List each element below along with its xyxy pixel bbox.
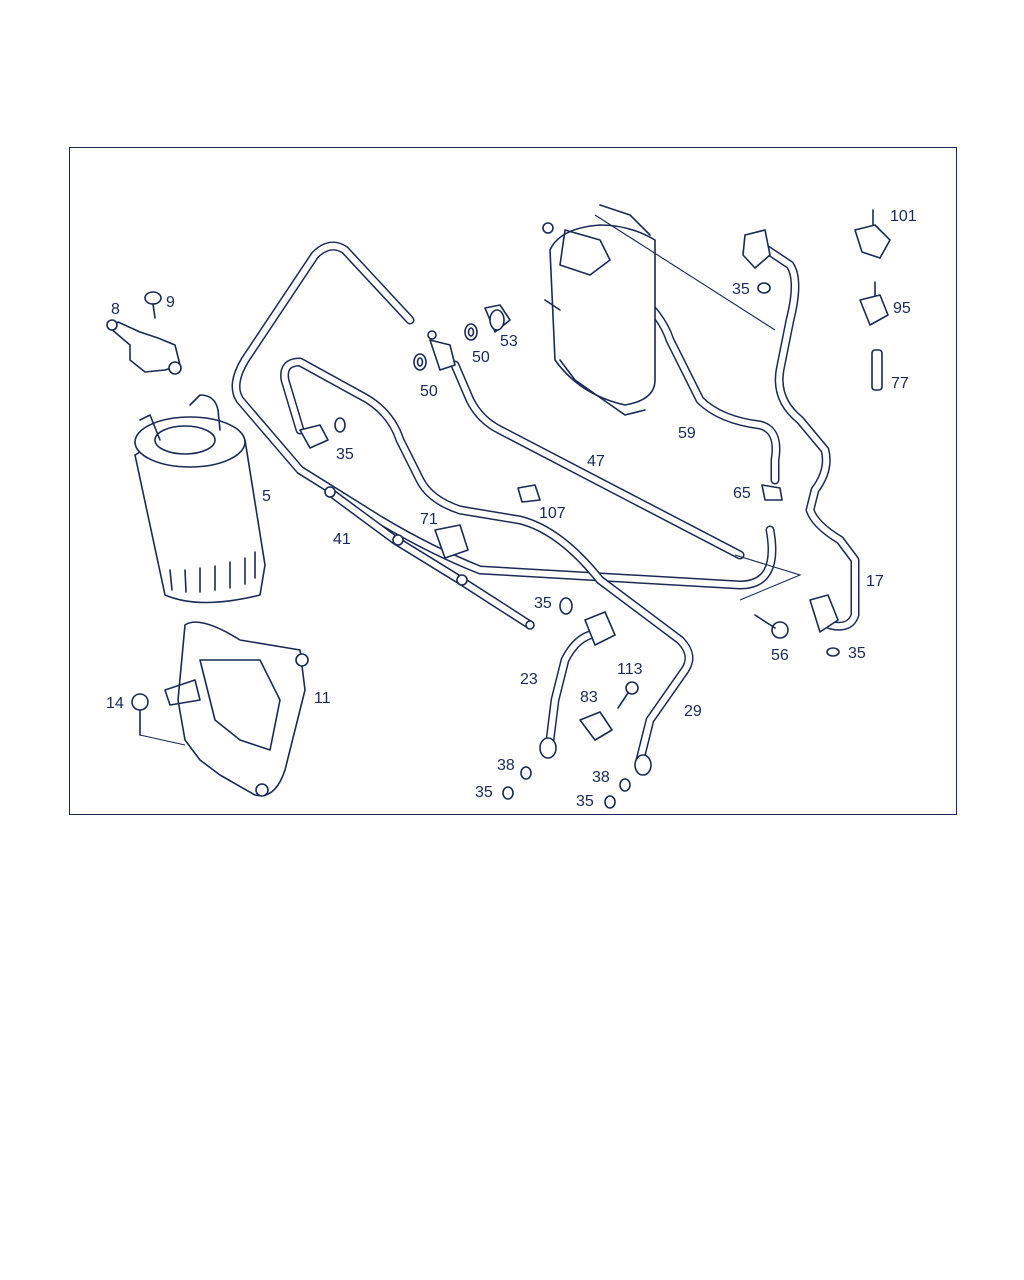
seal-38-right [619, 778, 631, 792]
t-fitting [427, 330, 456, 371]
fuel-filter [134, 394, 266, 604]
callout-113: 113 [617, 661, 643, 678]
callout-65: 65 [733, 485, 751, 502]
callout-35-mid: 35 [534, 595, 552, 612]
callout-35-bottom-right: 35 [576, 793, 594, 810]
callout-59: 59 [678, 425, 696, 442]
callout-38-left: 38 [497, 757, 515, 774]
fitting-77 [871, 349, 883, 391]
oring-35-right [826, 647, 840, 657]
clamp-65 [761, 484, 783, 501]
callout-17: 17 [866, 573, 884, 590]
washer-50b [413, 353, 427, 371]
callout-14: 14 [106, 695, 124, 712]
bolt-56 [754, 614, 789, 639]
fitting-23-top [584, 611, 616, 646]
oring-35-mid [559, 597, 573, 615]
fuel-line-23 [545, 630, 595, 745]
diagram-frame [69, 147, 957, 815]
callout-35-right: 35 [848, 645, 866, 662]
callout-35-bottom-left: 35 [475, 784, 493, 801]
callout-35-left: 35 [336, 446, 354, 463]
fuel-line-29 [280, 357, 694, 765]
callout-95: 95 [893, 300, 911, 317]
callout-9: 9 [166, 294, 175, 311]
callout-71: 71 [420, 511, 438, 528]
callout-41: 41 [333, 531, 351, 548]
clip-107 [517, 484, 541, 503]
oring-35-bottom-right [604, 795, 616, 809]
fuel-line-41 [324, 486, 535, 630]
canister-59 [542, 204, 656, 416]
callout-53: 53 [500, 333, 518, 350]
clip-71 [434, 524, 469, 559]
banjo-bolt-53 [484, 304, 511, 333]
clamp-upper-right [742, 229, 771, 269]
filter-bracket [164, 621, 309, 797]
callout-5: 5 [262, 488, 271, 505]
clip-83 [579, 711, 613, 741]
callout-29: 29 [684, 703, 702, 720]
screw-113 [617, 681, 639, 709]
callout-107: 107 [539, 505, 566, 522]
oring-35-left [334, 417, 346, 433]
callout-50-upper: 50 [472, 349, 490, 366]
fitting-101 [854, 209, 891, 259]
screw-9 [144, 291, 162, 319]
fitting-95 [859, 281, 889, 326]
bolt-14 [131, 693, 186, 746]
fuel-line-47 [450, 360, 745, 560]
callout-38-right: 38 [592, 769, 610, 786]
callout-8: 8 [111, 301, 120, 318]
callout-56: 56 [771, 647, 789, 664]
fitting-23-end [539, 737, 557, 759]
clamp-left [299, 424, 329, 449]
callout-35-upper-right: 35 [732, 281, 750, 298]
callout-11: 11 [314, 690, 331, 707]
callout-50-lower: 50 [420, 383, 438, 400]
callout-23: 23 [520, 671, 538, 688]
seal-38-left [520, 766, 532, 780]
washer-50a [464, 323, 478, 341]
fitting-29-end [634, 754, 652, 776]
valve-8 [106, 319, 182, 375]
fuel-line-17 [755, 240, 860, 631]
callout-83: 83 [580, 689, 598, 706]
oring-35-bottom-left [502, 786, 514, 800]
fuel-hose-upper [231, 241, 777, 590]
callout-47: 47 [587, 453, 605, 470]
clamp-17-end [809, 594, 839, 633]
oring-35-upper [757, 282, 771, 294]
callout-101: 101 [890, 208, 917, 225]
callout-77: 77 [891, 375, 909, 392]
